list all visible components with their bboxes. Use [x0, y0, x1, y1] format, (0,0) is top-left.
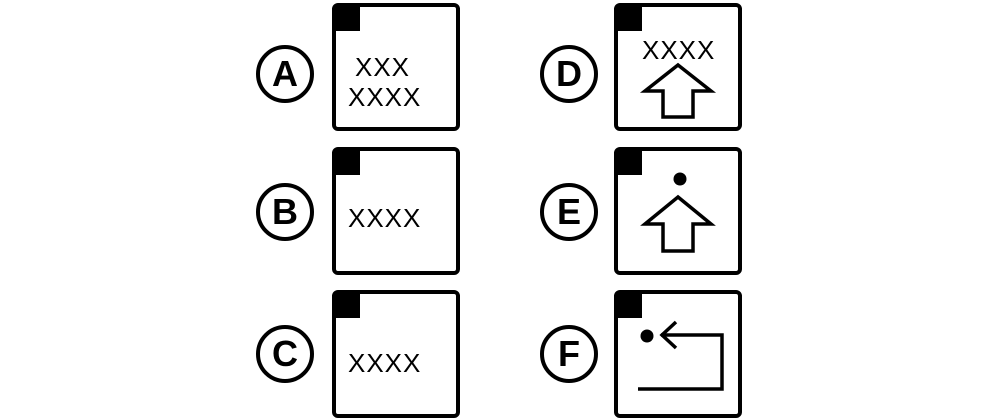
symbol-card-e [614, 147, 742, 275]
label-circle-e: E [540, 183, 598, 241]
corner-marker [336, 7, 360, 31]
label-letter-d: D [556, 53, 582, 94]
label-letter-c: C [272, 333, 298, 374]
up-arrow-icon [639, 62, 717, 119]
return-arrow-icon [638, 320, 724, 391]
label-circle-d: D [540, 45, 598, 103]
symbol-card-f [614, 290, 742, 418]
corner-marker [336, 294, 360, 318]
corner-marker [618, 151, 642, 175]
label-circle-c: C [256, 325, 314, 383]
label-circle-b: B [256, 183, 314, 241]
card-text-line-1: XXXX [348, 203, 422, 233]
symbol-card-a: XXX XXXX [332, 3, 460, 131]
corner-marker [336, 151, 360, 175]
dot-up-arrow-icon [640, 172, 716, 253]
label-letter-e: E [556, 191, 581, 232]
label-circle-a: A [256, 45, 314, 103]
symbol-card-c: XXXX [332, 290, 460, 418]
label-letter-f: F [558, 333, 580, 374]
card-text-line-1: XXXX [642, 35, 716, 65]
symbol-card-d: XXXX [614, 3, 742, 131]
card-text-line-1: XXX [355, 52, 411, 82]
card-text-line-1: XXXX [348, 348, 422, 378]
label-circle-f: F [540, 325, 598, 383]
label-letter-a: A [272, 53, 298, 94]
corner-marker [618, 7, 642, 31]
card-text-line-2: XXXX [348, 82, 422, 112]
symbol-card-b: XXXX [332, 147, 460, 275]
corner-marker [618, 294, 642, 318]
label-letter-b: B [272, 191, 298, 232]
